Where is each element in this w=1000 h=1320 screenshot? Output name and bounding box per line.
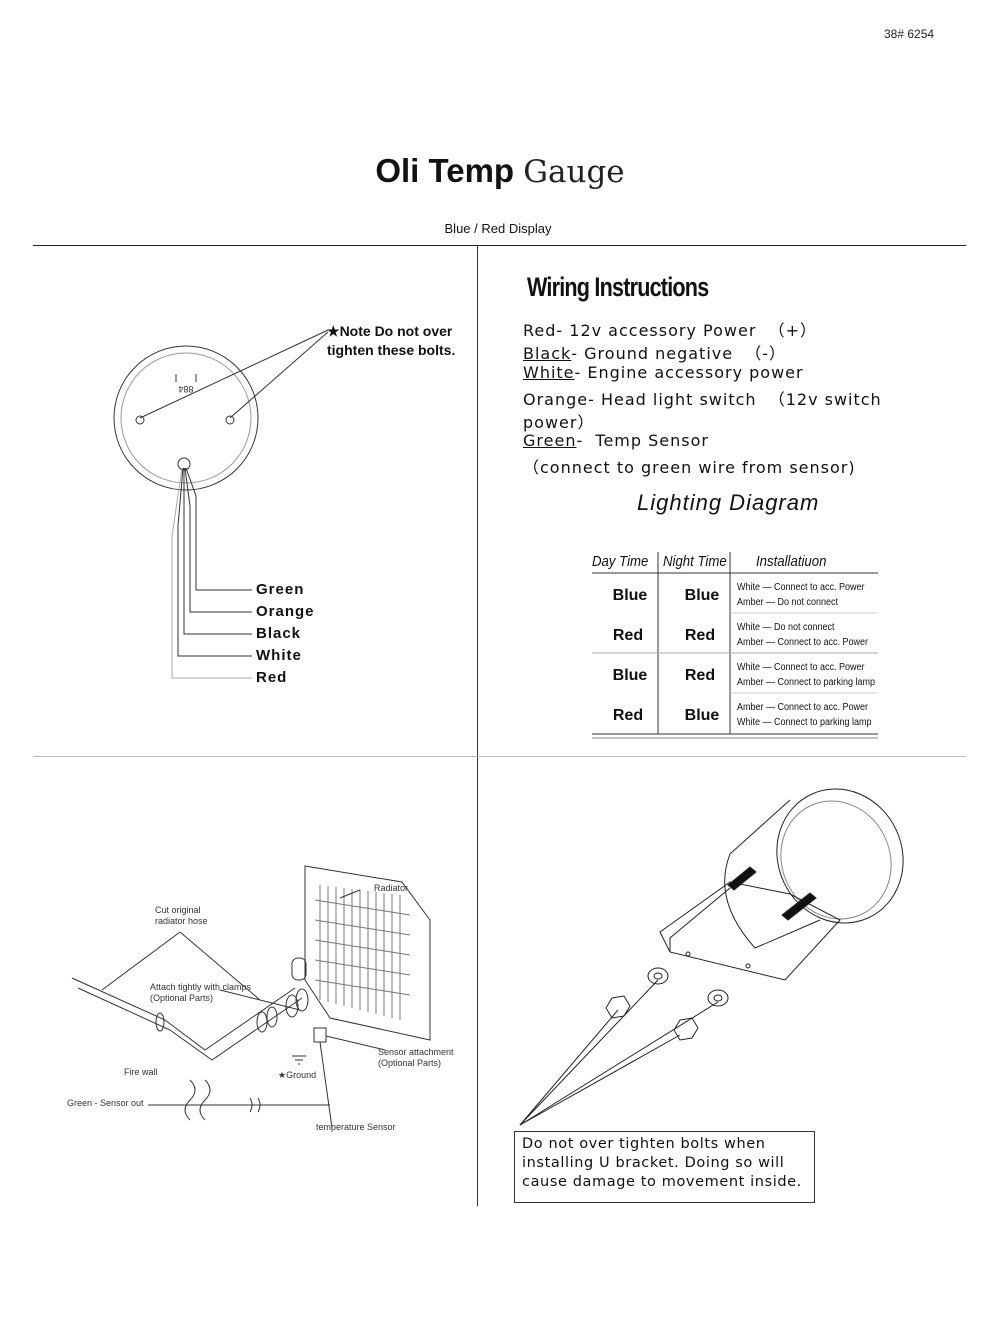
warning-line-1: Do not over tighten bolts when [522, 1136, 766, 1152]
gauge-bolt-left [135, 415, 145, 425]
engine-sensor-diagram [71, 865, 431, 1129]
center-divider [477, 246, 478, 1206]
label-cut-hose: Cut original radiator hose [155, 905, 208, 926]
col-day-time: Day Time [592, 553, 649, 570]
label-temp-sensor: temperature Sensor [316, 1122, 396, 1132]
wire-label-white: White [256, 647, 302, 664]
wiring-text-white: - Engine accessory power [574, 363, 804, 382]
row3-install-2: Amber — Connect to parking lamp [737, 677, 876, 688]
radiator-frame [304, 865, 431, 1041]
wiring-line-black: Black- Ground negative （-） [523, 340, 786, 364]
note-line-1: Note Do not over [339, 323, 453, 339]
row1-day: Blue [612, 587, 648, 604]
title-bold: Oli Temp [375, 152, 515, 189]
wiring-text-green: - Temp Sensor [576, 431, 709, 450]
row4-install-1: Amber — Connect to acc. Power [737, 702, 869, 713]
label-radiator: Radiator [374, 883, 409, 893]
label-fire-wall: Fire wall [124, 1067, 158, 1077]
wire-green [185, 467, 252, 591]
row3-night: Red [684, 667, 716, 684]
row2-night: Red [684, 627, 716, 644]
wire-orange [184, 467, 252, 613]
bracket-diagram [519, 788, 904, 1126]
wire-black [183, 468, 252, 635]
wiring-line-orange-cont: power） [523, 409, 594, 433]
row2-day: Red [612, 627, 644, 644]
gauge-bezel [776, 788, 904, 924]
gauge-outer-ring [113, 345, 259, 491]
radiator-core [314, 885, 411, 1020]
wire-color-white: White [523, 363, 575, 382]
wiring-line-green-cont: （connect to green wire from sensor) [523, 454, 856, 478]
wiring-text-black: - Ground negative （-） [571, 344, 787, 363]
temperature-sensor [313, 1027, 327, 1043]
wiring-text-green-cont: （connect to green wire from sensor) [523, 458, 856, 477]
col-night-time: Night Time [663, 553, 727, 570]
wire-color-green: Green [523, 431, 577, 450]
label-ground: ★Ground [278, 1070, 317, 1080]
gauge-inner-ring [120, 352, 252, 484]
wire-color-black: Black [523, 344, 572, 363]
firewall [184, 1079, 211, 1121]
note-line-2: tighten these bolts. [327, 342, 456, 358]
wire-color-red: Red [523, 321, 557, 340]
gauge-housing [724, 799, 821, 949]
bolt-note: ★Note Do not over tighten these bolts. [327, 322, 455, 360]
wiring-text-orange: - Head light switch （12v switch [588, 390, 882, 409]
gauge-diagram: 884 [113, 329, 329, 679]
wiring-line-orange: Orange- Head light switch （12v switch [523, 386, 882, 410]
label-attach: Attach tightly with clamps (Optional Par… [150, 982, 252, 1003]
row3-install-1: White — Connect to acc. Power [737, 662, 865, 673]
page-title: Oli Temp Gauge [0, 152, 1000, 190]
row2-install-2: Amber — Connect to acc. Power [737, 637, 869, 648]
radiator-hose [71, 977, 303, 1061]
u-bracket [659, 881, 841, 981]
row4-night: Blue [684, 707, 720, 724]
top-divider [33, 245, 966, 246]
row1-night: Blue [684, 587, 720, 604]
label-sensor-attachment: Sensor attachment (Optional Parts) [378, 1047, 454, 1068]
wiring-text-red: - 12v accessory Power （+） [556, 321, 817, 340]
wire-white [177, 467, 252, 657]
gauge-mark: 884 [178, 384, 193, 394]
document-code: 38# 6254 [884, 27, 935, 41]
col-installation: Installatiuon [756, 553, 827, 570]
row4-install-2: White — Connect to parking lamp [737, 717, 872, 728]
warning-line-3: cause damage to movement inside. [522, 1174, 802, 1190]
page-subtitle: Blue / Red Display [444, 221, 552, 236]
wiring-line-red: Red- 12v accessory Power （+） [523, 317, 817, 341]
row2-install-1: White — Do not connect [737, 622, 835, 633]
wiring-line-white: White- Engine accessory power [523, 363, 804, 382]
row3-day: Blue [612, 667, 648, 684]
wiring-line-green: Green- Temp Sensor [523, 431, 709, 450]
star-icon: ★ [327, 323, 340, 339]
wire-label-orange: Orange [256, 603, 315, 620]
title-light: Gauge [523, 154, 625, 190]
note-leader-right [229, 331, 329, 419]
label-green-sensor: Green - Sensor out [67, 1098, 144, 1108]
row1-install-1: White — Connect to acc. Power [737, 582, 865, 593]
wire-red [171, 467, 252, 679]
warning-line-2: installing U bracket. Doing so will [522, 1155, 785, 1171]
note-leader-left [139, 329, 329, 419]
wiring-text-orange-cont: power） [523, 413, 595, 432]
gauge-bolt-right [225, 415, 235, 425]
middle-divider [33, 756, 966, 757]
bracket-warning-box: Do not over tighten bolts when installin… [514, 1131, 815, 1203]
lighting-table-lines [592, 552, 878, 739]
wire-color-orange: Orange [523, 390, 589, 409]
wire-label-black: Black [256, 625, 302, 642]
lighting-heading: Lighting Diagram [637, 490, 820, 515]
wire-label-green: Green [256, 581, 305, 598]
wire-label-red: Red [256, 669, 288, 686]
wiring-heading: Wiring Instructions [527, 272, 709, 302]
row1-install-2: Amber — Do not connect [737, 597, 839, 608]
row4-day: Red [612, 707, 644, 724]
